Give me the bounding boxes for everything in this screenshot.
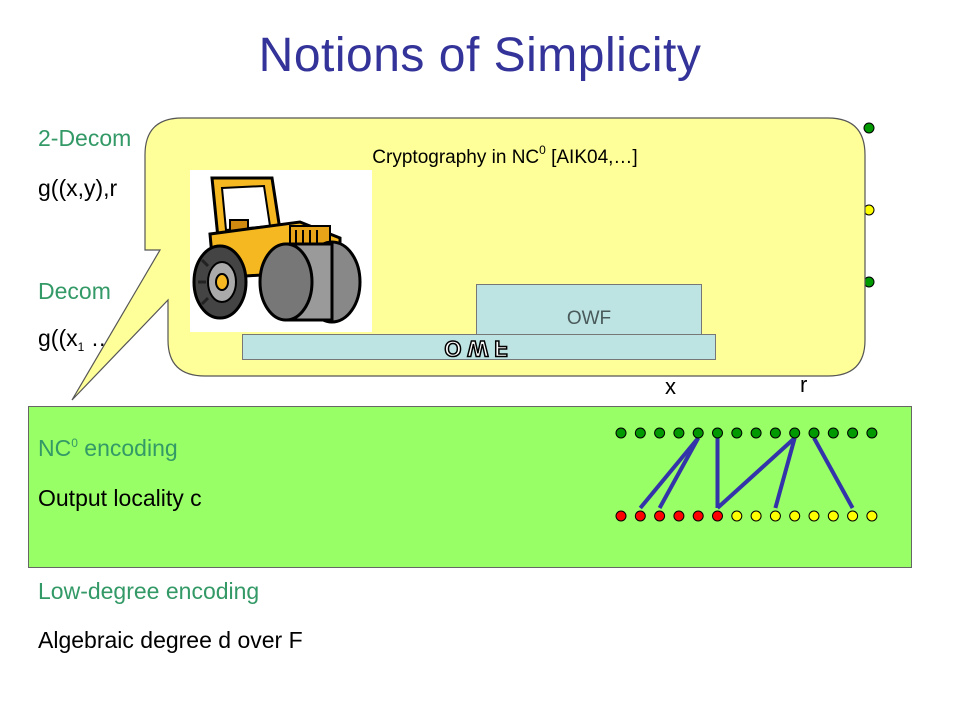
slide-title: Notions of Simplicity: [258, 29, 702, 82]
graph-output-node: [847, 510, 859, 522]
decomposition-formula-subscript: 1: [77, 340, 85, 354]
nc0-encoding-heading: NC0 encoding: [38, 435, 178, 462]
graph-input-node: [634, 427, 646, 439]
owf-base-box: OWF: [242, 334, 716, 362]
nc0-heading-superscript: 0: [71, 436, 78, 450]
owf-base-flipped-label: OWF: [444, 335, 515, 362]
graph-output-node: [789, 510, 801, 522]
graph-output-node: [866, 510, 878, 522]
graph-edge: [812, 437, 855, 509]
graph-node: [863, 122, 875, 134]
graph-output-node: [731, 510, 743, 522]
decomposition-formula-text: g((x: [38, 325, 78, 351]
graph-input-node: [673, 427, 685, 439]
graph-output-node: [808, 510, 820, 522]
callout-caption-citation: [AIK04,…]: [545, 147, 638, 168]
callout-caption-superscript: 0: [539, 143, 546, 157]
graph-input-node: [615, 427, 627, 439]
randomness-r-label: r: [800, 372, 808, 397]
graph-output-node: [769, 510, 781, 522]
algebraic-degree-text: Algebraic degree d over F: [38, 627, 303, 653]
graph-input-node: [654, 427, 666, 439]
graph-edge: [638, 436, 700, 510]
callout-caption: Cryptography in NC0 [AIK04,…]: [150, 143, 860, 169]
graph-input-node: [808, 427, 820, 439]
low-degree-encoding-heading: Low-degree encoding: [38, 578, 260, 604]
graph-output-node: [712, 510, 723, 522]
input-x-label: x: [665, 374, 676, 399]
graph-input-node: [712, 427, 723, 439]
nc0-heading-suffix: encoding: [77, 435, 178, 461]
graph-edge: [716, 436, 797, 510]
graph-output-node: [692, 510, 704, 522]
graph-edge: [773, 437, 797, 509]
decomposition-2-formula: g((x,y),r: [38, 175, 118, 201]
graph-input-node: [866, 427, 878, 439]
nc0-encoding-box: [28, 406, 912, 568]
graph-input-node: [731, 427, 743, 439]
graph-edge: [657, 437, 700, 509]
owf-top-box: OWF: [476, 284, 702, 336]
graph-output-node: [673, 510, 685, 522]
callout-caption-text: Cryptography in NC: [372, 147, 540, 168]
graph-input-node: [769, 427, 781, 439]
road-roller-icon: [190, 170, 372, 332]
graph-input-node: [847, 427, 859, 439]
graph-output-node: [827, 510, 839, 522]
graph-output-node: [615, 510, 627, 522]
output-locality-text: Output locality c: [38, 485, 202, 511]
decomposition-2-heading: 2-Decom: [38, 125, 132, 151]
graph-output-node: [750, 510, 762, 522]
decomposition-formula: g((x1 …: [38, 325, 114, 354]
graph-input-node: [827, 427, 839, 439]
nc0-heading-text: NC: [38, 435, 72, 461]
graph-output-node: [634, 510, 646, 522]
graph-input-node: [692, 427, 704, 439]
decomposition-heading: Decom: [38, 278, 111, 304]
graph-input-node: [789, 427, 801, 439]
graph-output-node: [654, 510, 666, 522]
graph-input-node: [750, 427, 762, 439]
